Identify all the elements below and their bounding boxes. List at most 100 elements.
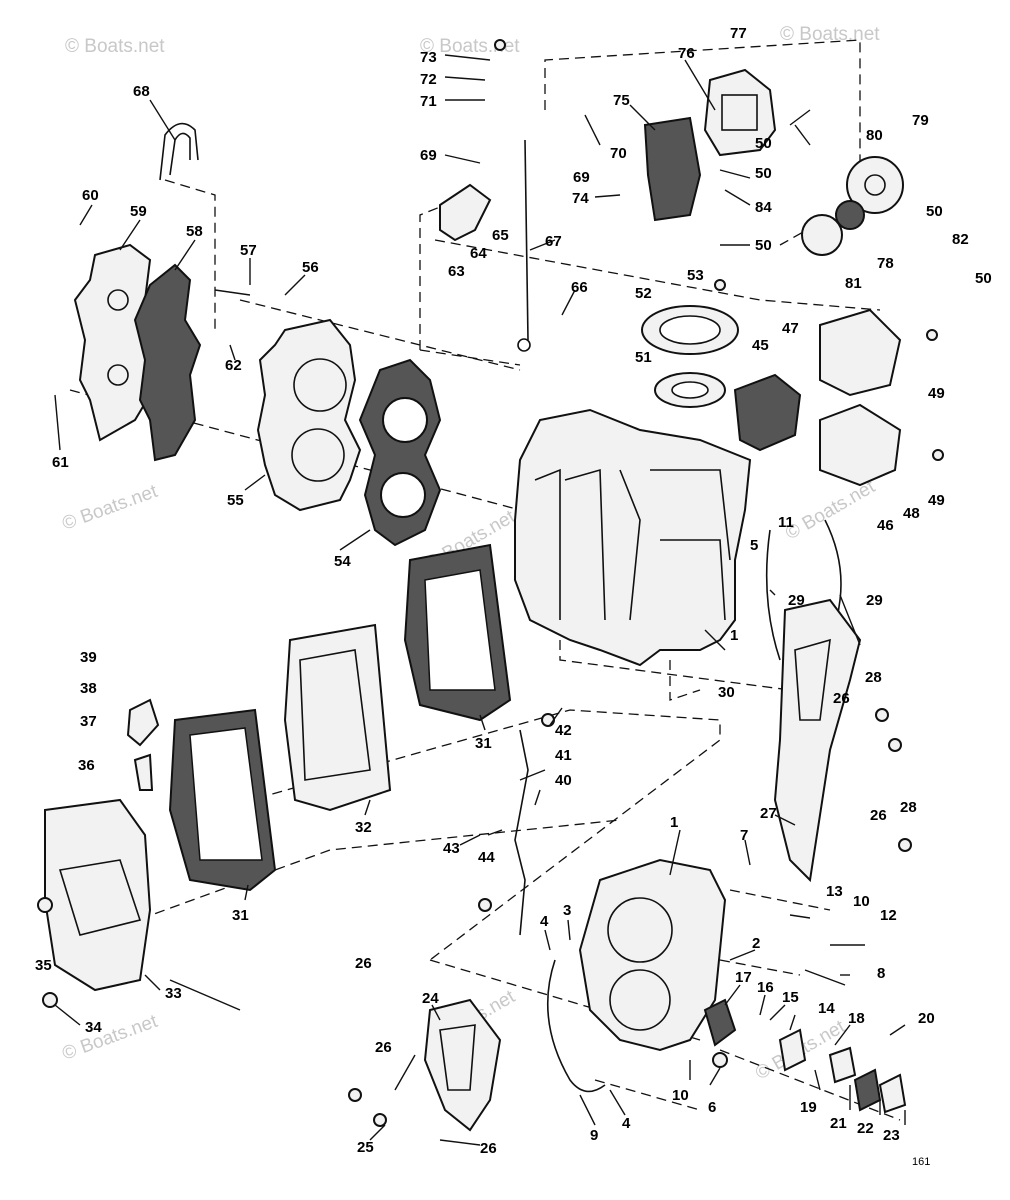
callout-1: 1 <box>730 627 738 644</box>
callout-64: 64 <box>470 245 487 262</box>
outer-cover <box>819 403 902 487</box>
callout-25: 25 <box>357 1139 374 1156</box>
callout-27: 27 <box>760 805 777 822</box>
throttle-bracket <box>439 183 492 242</box>
callout-46: 46 <box>877 517 894 534</box>
callout-3: 3 <box>563 902 571 919</box>
callout-31: 31 <box>475 735 492 752</box>
cylinder-head-cover <box>73 243 162 442</box>
callout-20: 20 <box>918 1010 935 1027</box>
callout-layer: 73 72 71 77 76 75 70 69 69 50 50 50 74 8… <box>35 25 992 1157</box>
callout-80: 80 <box>866 127 883 144</box>
callout-38: 38 <box>80 680 97 697</box>
callout-44: 44 <box>478 849 495 866</box>
callout-56: 56 <box>302 259 319 276</box>
callout-77: 77 <box>730 25 747 42</box>
check-valve <box>703 998 737 1047</box>
callout-26: 26 <box>480 1140 497 1157</box>
pump-screen <box>835 200 865 230</box>
callout-21: 21 <box>830 1115 847 1132</box>
part-outlines <box>37 39 944 1132</box>
valve-plate <box>828 1046 857 1084</box>
callout-28: 28 <box>865 669 882 686</box>
callout-59: 59 <box>130 203 147 220</box>
callout-49: 49 <box>928 492 945 509</box>
callout-53: 53 <box>687 267 704 284</box>
callout-55: 55 <box>227 492 244 509</box>
callout-5: 5 <box>750 537 758 554</box>
clip <box>133 753 154 791</box>
callout-78: 78 <box>877 255 894 272</box>
callout-50: 50 <box>926 203 943 220</box>
callout-49: 49 <box>928 385 945 402</box>
watermark: © Boats.net <box>65 36 165 57</box>
exhaust-cover <box>44 798 152 992</box>
callout-47: 47 <box>782 320 799 337</box>
assembly-lines <box>69 39 901 1121</box>
callout-41: 41 <box>555 747 572 764</box>
callout-71: 71 <box>420 93 437 110</box>
cylinder-head <box>256 318 362 512</box>
callout-50: 50 <box>975 270 992 287</box>
callout-57: 57 <box>240 242 257 259</box>
callout-11: 11 <box>778 514 794 531</box>
callout-30: 30 <box>718 684 735 701</box>
callout-32: 32 <box>355 819 372 836</box>
mount-bracket-left <box>423 998 502 1132</box>
crankcase <box>578 858 727 1052</box>
callout-62: 62 <box>225 357 242 374</box>
callout-4: 4 <box>622 1115 631 1132</box>
reed-plate <box>643 116 702 222</box>
callout-50: 50 <box>755 237 772 254</box>
callout-66: 66 <box>571 279 588 296</box>
callout-40: 40 <box>555 772 572 789</box>
callout-10: 10 <box>853 893 870 910</box>
callout-69: 69 <box>420 147 437 164</box>
callout-23: 23 <box>883 1127 900 1144</box>
cylinder-block <box>514 408 752 667</box>
callout-67: 67 <box>545 233 562 250</box>
callout-14: 14 <box>818 1000 835 1017</box>
cover-gasket <box>733 373 802 452</box>
callout-84: 84 <box>755 199 772 216</box>
callout-35: 35 <box>35 957 52 974</box>
callout-18: 18 <box>848 1010 865 1027</box>
callout-28: 28 <box>900 799 917 816</box>
watermark: © Boats.net <box>420 36 520 57</box>
callout-16: 16 <box>757 979 774 996</box>
callout-43: 43 <box>443 840 460 857</box>
callout-6: 6 <box>708 1099 716 1116</box>
callout-65: 65 <box>492 227 509 244</box>
callout-39: 39 <box>80 649 97 666</box>
callout-51: 51 <box>635 349 652 366</box>
callout-54: 54 <box>334 553 351 570</box>
bracket <box>126 698 160 747</box>
callout-72: 72 <box>420 71 437 88</box>
callout-76: 76 <box>678 45 695 62</box>
callout-29: 29 <box>788 592 805 609</box>
valve-plate <box>778 1028 807 1072</box>
callout-37: 37 <box>80 713 97 730</box>
valve-cover <box>878 1073 907 1114</box>
callout-50: 50 <box>755 135 772 152</box>
callout-13: 13 <box>826 883 843 900</box>
callout-70: 70 <box>610 145 627 162</box>
callout-74: 74 <box>572 190 589 207</box>
lifting-eye <box>159 122 199 181</box>
callout-4: 4 <box>540 913 549 930</box>
callout-58: 58 <box>186 223 203 240</box>
pump-body <box>846 156 904 214</box>
inner-cover <box>819 308 902 397</box>
callout-34: 34 <box>85 1019 102 1036</box>
callout-63: 63 <box>448 263 465 280</box>
callout-52: 52 <box>635 285 652 302</box>
callout-33: 33 <box>165 985 182 1002</box>
pump-diaphragm <box>801 214 843 256</box>
callout-15: 15 <box>782 989 799 1006</box>
page-number: 161 <box>912 1156 930 1168</box>
valve-gasket <box>853 1068 882 1112</box>
callout-48: 48 <box>903 505 920 522</box>
callout-26: 26 <box>375 1039 392 1056</box>
